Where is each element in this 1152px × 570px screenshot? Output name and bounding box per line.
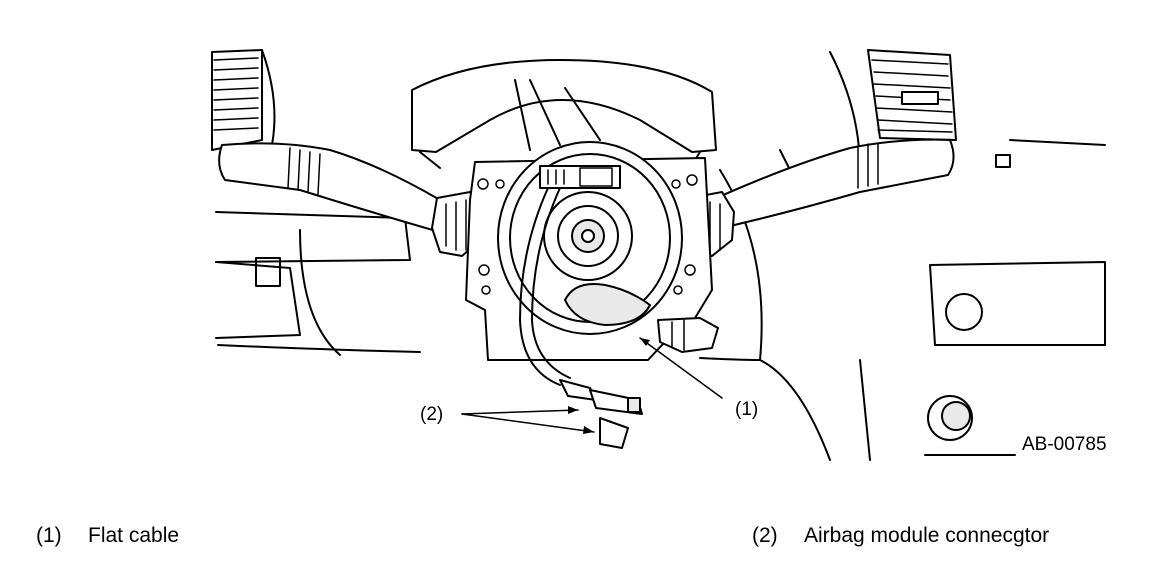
dashboard-outline xyxy=(211,49,1106,461)
callout-airbag-connector: (2) xyxy=(420,404,444,425)
leader-lines xyxy=(461,337,723,434)
roll-connector xyxy=(497,141,683,335)
steering-column-illustration xyxy=(211,49,1106,461)
legend-item-airbag-connector: (2) Airbag module connecgtor xyxy=(752,525,1049,546)
airbag-harness xyxy=(519,187,719,449)
figure-code: AB-00785 xyxy=(1022,434,1107,455)
left-combination-switch xyxy=(218,142,483,257)
right-combination-switch xyxy=(687,138,955,257)
legend-number: (1) xyxy=(36,524,62,547)
callout-flat-cable: (1) xyxy=(735,399,759,420)
airbag-connector-plug xyxy=(599,417,629,449)
legend-number: (2) xyxy=(752,524,778,547)
legend-label: Airbag module connecgtor xyxy=(804,524,1050,547)
legend-label: Flat cable xyxy=(88,524,180,547)
flat-cable xyxy=(564,283,651,326)
legend-item-flat-cable: (1) Flat cable xyxy=(36,525,179,546)
